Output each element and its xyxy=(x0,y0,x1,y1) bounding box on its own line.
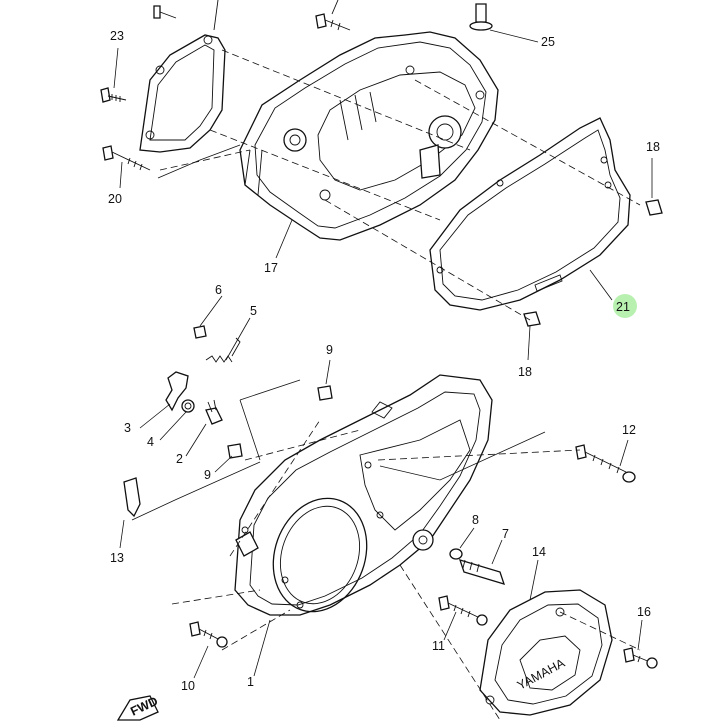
bolt-23 xyxy=(100,87,111,103)
callout-leaders xyxy=(113,29,653,679)
label-4: 4 xyxy=(147,435,154,449)
sensor-2 xyxy=(205,407,223,425)
bolt-top-left xyxy=(153,5,161,19)
bolt-top-17 xyxy=(315,13,327,29)
plug-25 xyxy=(475,3,487,23)
bolt-9-upper xyxy=(317,385,333,401)
part-13 xyxy=(123,477,141,518)
bolt-10 xyxy=(189,621,201,637)
bolt-20 xyxy=(102,145,114,161)
bolt-12 xyxy=(575,444,587,460)
label-14: 14 xyxy=(532,545,546,559)
label-3: 3 xyxy=(124,421,131,435)
label-25: 25 xyxy=(541,35,555,49)
bolt-16 xyxy=(623,647,635,663)
label-16: 16 xyxy=(637,605,651,619)
highlight-21 xyxy=(613,294,637,318)
clutch-cover-1 xyxy=(234,374,493,616)
label-5: 5 xyxy=(250,304,257,318)
label-12: 12 xyxy=(622,423,636,437)
label-18-upper: 18 xyxy=(646,140,660,154)
label-23: 23 xyxy=(110,29,124,43)
cover-14 xyxy=(479,589,613,716)
bolt-9-lower xyxy=(227,443,243,459)
pin-7 xyxy=(458,559,506,585)
label-20: 20 xyxy=(108,192,122,206)
washer-4 xyxy=(181,399,195,413)
crankcase-cover-17 xyxy=(239,31,499,241)
dowel-18-lower xyxy=(523,311,541,327)
small-cover xyxy=(139,34,226,153)
label-10: 10 xyxy=(181,679,195,693)
label-7: 7 xyxy=(502,527,509,541)
lever-3 xyxy=(165,371,189,412)
bolt-11 xyxy=(438,595,450,611)
dowel-18-upper xyxy=(645,199,663,216)
label-2: 2 xyxy=(176,452,183,466)
screw-6 xyxy=(193,325,207,339)
label-8: 8 xyxy=(472,513,479,527)
upper-crankcase-assembly xyxy=(100,0,663,327)
label-13: 13 xyxy=(110,551,124,565)
label-9-lower: 9 xyxy=(204,468,211,482)
label-21: 21 xyxy=(616,300,630,314)
washer-8 xyxy=(449,548,463,560)
label-1: 1 xyxy=(247,675,254,689)
label-18-lower: 18 xyxy=(518,365,532,379)
label-6: 6 xyxy=(215,283,222,297)
gasket-21 xyxy=(429,117,631,311)
fwd-arrow: FWD xyxy=(116,694,160,721)
lower-clutch-cover-assembly: FWD xyxy=(116,325,658,721)
label-11: 11 xyxy=(432,639,445,653)
label-17: 17 xyxy=(264,261,278,275)
label-9-upper: 9 xyxy=(326,343,333,357)
